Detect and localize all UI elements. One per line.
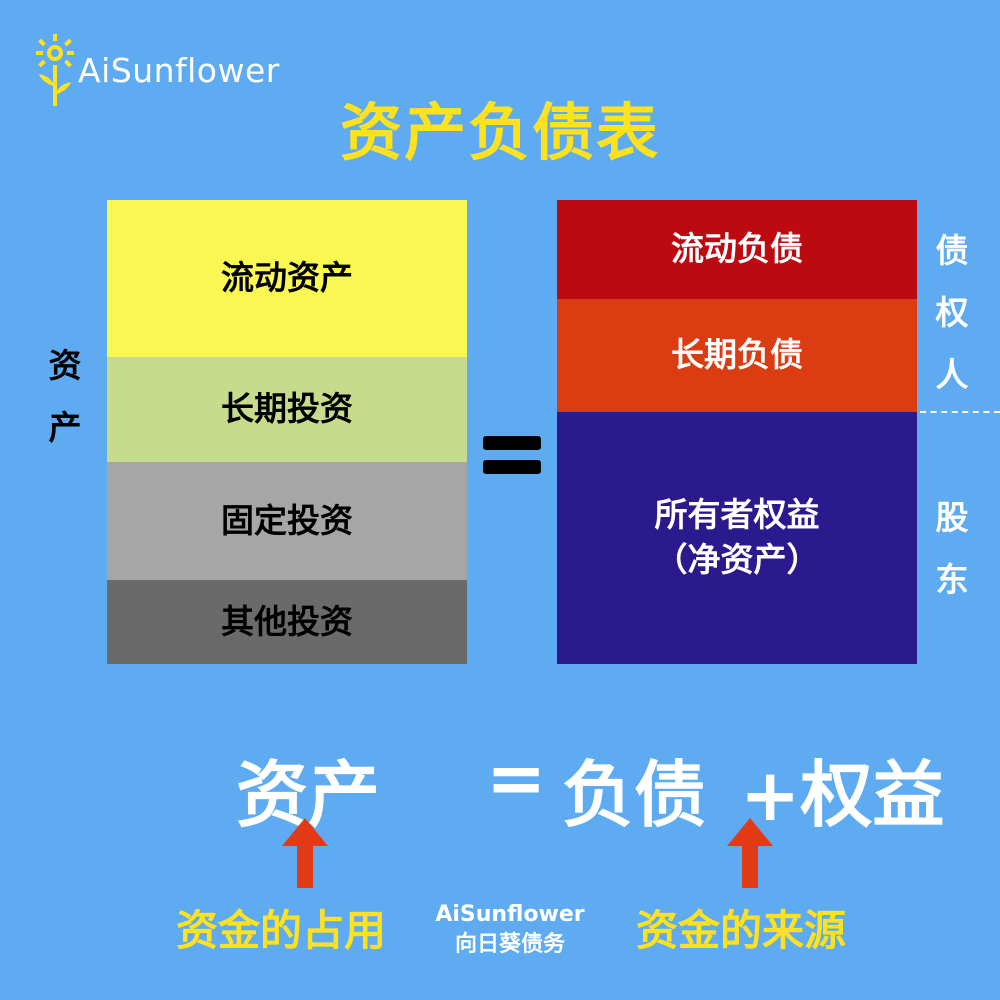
sunflower-icon bbox=[36, 34, 74, 106]
asset-block-label: 固定投资 bbox=[221, 500, 353, 540]
page-title: 资产负债表 bbox=[339, 96, 660, 169]
caption-fund-source: 资金的来源 bbox=[636, 906, 847, 955]
liability-block-label: 流动负债 bbox=[671, 229, 803, 269]
shareholder-label-char: 东 bbox=[935, 560, 969, 599]
liability-block-current: 流动负债 bbox=[557, 200, 917, 299]
shareholder-label: 股 东 bbox=[928, 487, 976, 611]
equity-block: 所有者权益 （净资产） bbox=[557, 412, 917, 664]
assets-side-label: 资 产 bbox=[40, 335, 90, 459]
creditor-label-char: 债 bbox=[935, 231, 969, 270]
formula-liabilities: 负债 bbox=[562, 753, 707, 837]
asset-block-label: 其他投资 bbox=[221, 601, 353, 641]
asset-block-label: 长期投资 bbox=[221, 389, 353, 429]
formula-equity: +权益 bbox=[740, 753, 945, 837]
equals-icon bbox=[483, 436, 541, 474]
asset-block-fixed-investment: 固定投资 bbox=[107, 462, 467, 580]
caption-fund-usage: 资金的占用 bbox=[176, 906, 387, 955]
liability-block-label: 长期负债 bbox=[671, 335, 803, 375]
brand-line: AiSunflower bbox=[435, 902, 585, 927]
logo: AiSunflower bbox=[36, 34, 280, 106]
asset-block-current: 流动资产 bbox=[107, 200, 467, 357]
asset-block-label: 流动资产 bbox=[221, 258, 353, 298]
equals-bar-top bbox=[483, 436, 541, 450]
arrow-up-icon bbox=[282, 818, 328, 888]
shareholder-label-char: 股 bbox=[935, 498, 969, 537]
asset-block-long-term-investment: 长期投资 bbox=[107, 357, 467, 462]
creditor-label-char: 人 bbox=[935, 355, 969, 394]
logo-text: AiSunflower bbox=[78, 50, 280, 90]
creditor-label-char: 权 bbox=[935, 293, 969, 332]
assets-side-label-char: 资 bbox=[48, 346, 82, 385]
brand-watermark: AiSunflower 向日葵债务 bbox=[420, 900, 600, 960]
equity-block-sublabel: （净资产） bbox=[654, 540, 820, 579]
brand-line: 向日葵债务 bbox=[454, 932, 565, 957]
arrow-up-icon bbox=[727, 818, 773, 888]
divider-line bbox=[920, 411, 1000, 413]
equals-bar-bottom bbox=[483, 460, 541, 474]
formula-equals: = bbox=[486, 736, 547, 820]
liability-block-long-term: 长期负债 bbox=[557, 299, 917, 412]
equity-block-label: 所有者权益 bbox=[654, 495, 820, 535]
assets-side-label-char: 产 bbox=[48, 408, 82, 447]
creditor-label: 债 权 人 bbox=[928, 220, 976, 406]
asset-block-other-investment: 其他投资 bbox=[107, 580, 467, 664]
